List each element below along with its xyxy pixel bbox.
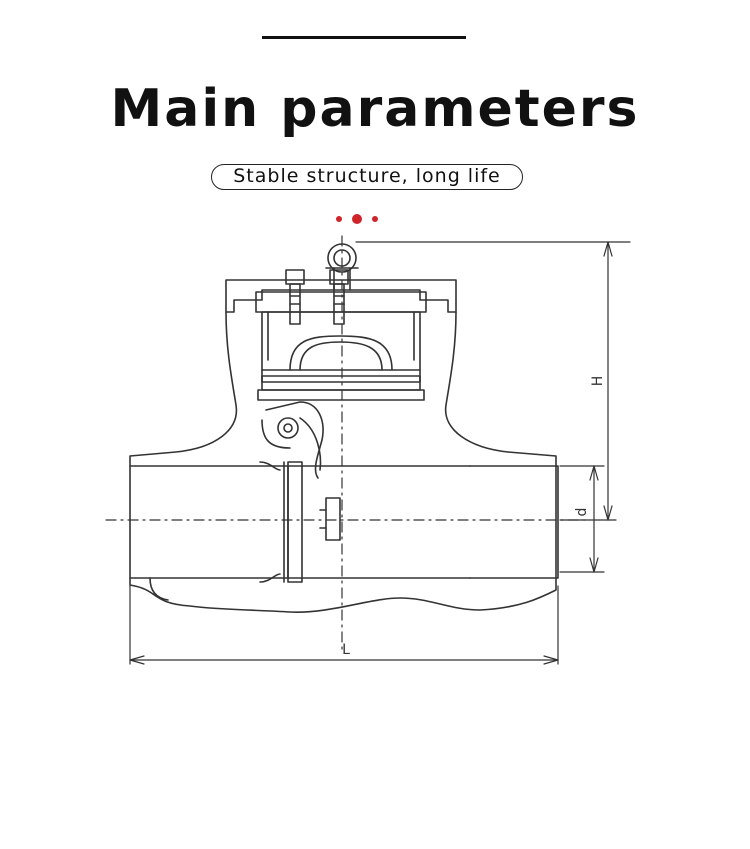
valve-body-outline [129,279,559,613]
dimension-length [129,585,559,665]
dot-right [372,216,378,222]
page-title: Main parameters [110,79,640,139]
dot-left [336,216,342,222]
diameter-label: d [574,508,590,517]
length-label: L [342,642,350,658]
subtitle-badge: Stable structure, long life [211,164,523,190]
centerlines [105,235,591,651]
bonnet-bolts [285,269,349,325]
dot-center [352,214,362,224]
dimension-height [355,241,631,521]
swing-disc-assembly [259,401,341,583]
dimension-diameter [559,465,605,573]
top-divider [262,36,466,39]
bonnet-assembly [257,311,425,401]
height-label: H [590,376,606,387]
decorative-dots [336,214,378,224]
